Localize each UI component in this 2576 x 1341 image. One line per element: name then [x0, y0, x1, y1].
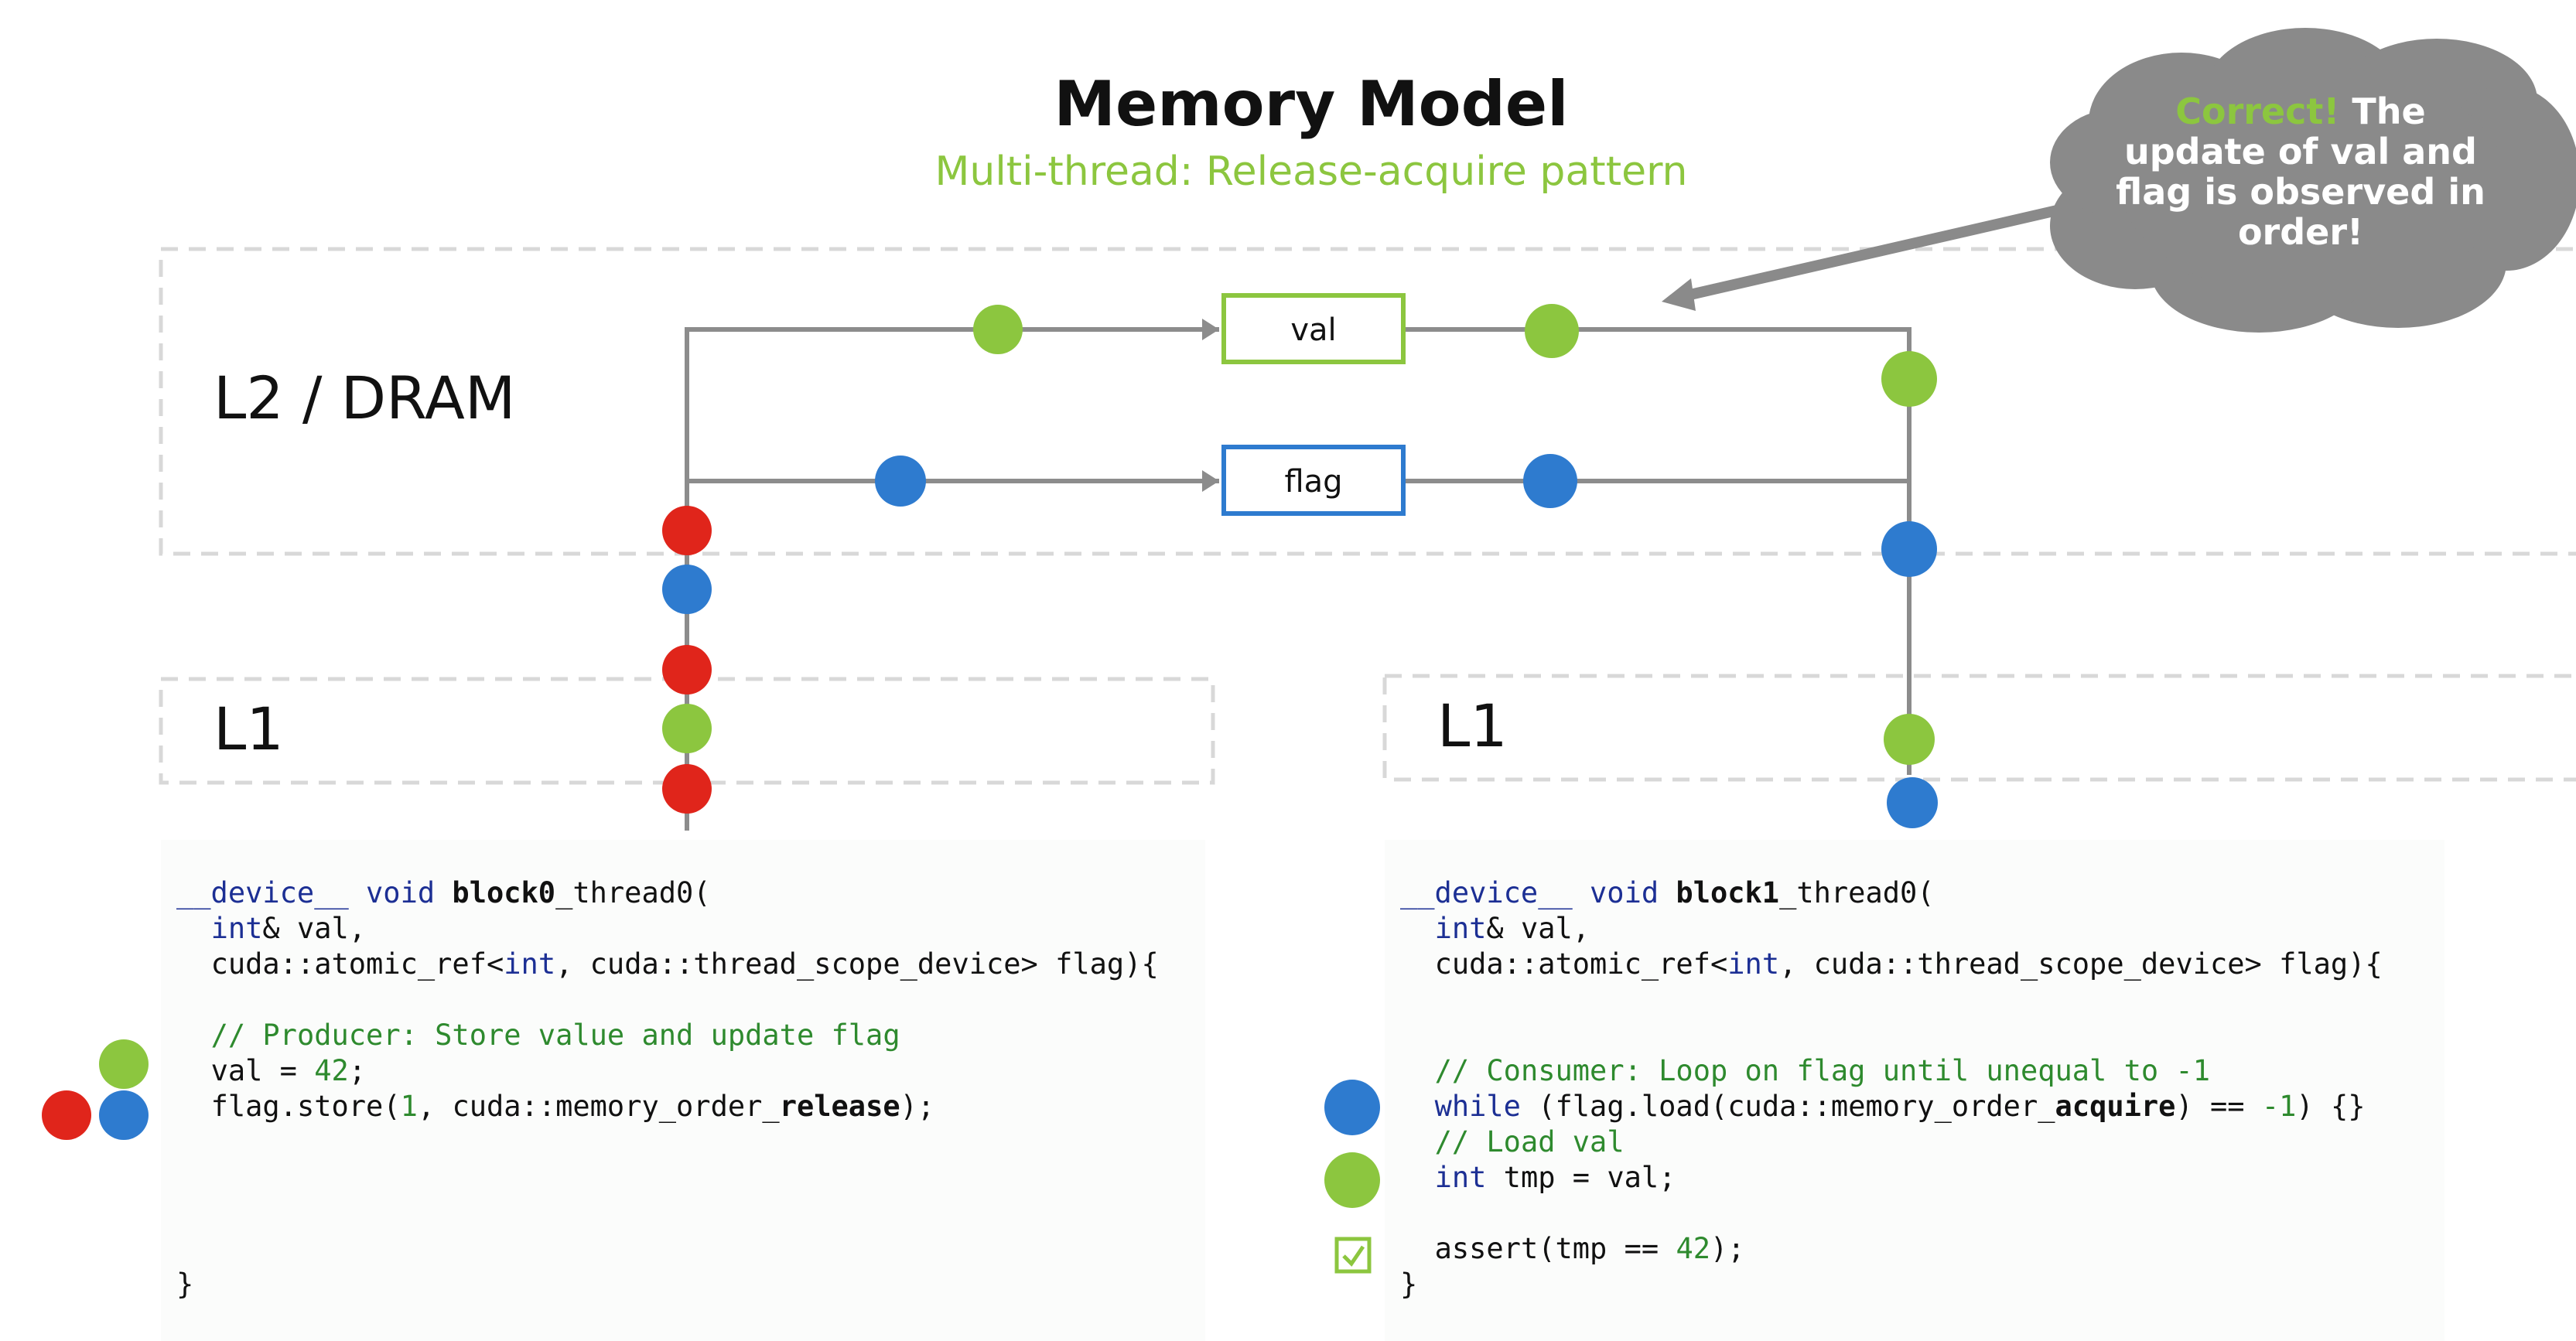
green-dot	[1881, 351, 1937, 407]
red-dot	[662, 764, 712, 814]
code-line	[176, 982, 1159, 1018]
val-box-label: val	[1290, 312, 1336, 348]
connection-lines	[685, 327, 1912, 831]
blue-dot	[1523, 454, 1577, 508]
code-panel-left	[161, 840, 1205, 1341]
code-line	[176, 1196, 1159, 1231]
flag-box	[1221, 445, 1406, 516]
code-line	[176, 1124, 1159, 1160]
code-line: while (flag.load(cuda::memory_order_acqu…	[1434, 1090, 2366, 1123]
code-line: flag.store(1, cuda::memory_order_release…	[210, 1090, 935, 1123]
blue-dot	[1324, 1080, 1380, 1135]
code-line: }	[176, 1268, 194, 1301]
green-dot	[662, 704, 712, 753]
code-line: __device__ void block0_thread0(	[176, 876, 711, 909]
code-panel-right	[1385, 840, 2444, 1341]
code-line	[176, 1231, 1159, 1267]
blue-dot	[662, 565, 712, 614]
red-dot	[662, 506, 712, 555]
green-dot	[1525, 304, 1579, 358]
flag-box-label: flag	[1284, 464, 1342, 500]
l2-region	[159, 247, 2576, 556]
callout-cloud	[2050, 28, 2576, 333]
green-dot	[973, 305, 1023, 354]
blue-dot	[875, 456, 926, 507]
code-block-right: __device__ void block1_thread0( int& val…	[1400, 875, 2383, 1302]
code-line: }	[1400, 1268, 1418, 1301]
l1-right-label: L1	[1437, 691, 1508, 760]
arrowhead-flag	[1202, 470, 1219, 492]
callout-highlight: Correct!	[2175, 90, 2340, 132]
code-line: // Load val	[1434, 1125, 1625, 1158]
code-line: int& val,	[1434, 912, 1590, 945]
code-line	[1400, 1196, 2383, 1231]
code-line: __device__ void block1_thread0(	[1400, 876, 1935, 909]
code-line: cuda::atomic_ref<int, cuda::thread_scope…	[1434, 947, 2383, 981]
memory-dots	[42, 304, 1938, 1208]
code-line: // Producer: Store value and update flag	[210, 1019, 900, 1052]
code-line	[176, 1160, 1159, 1196]
blue-dot	[99, 1090, 149, 1140]
val-box	[1221, 293, 1406, 364]
check-icon	[1334, 1237, 1372, 1274]
code-line: // Consumer: Loop on flag until unequal …	[1434, 1054, 2210, 1087]
code-line: assert(tmp == 42);	[1434, 1232, 1745, 1265]
callout-text: Correct! The update of val and flag is o…	[2107, 91, 2494, 252]
green-dot	[99, 1039, 149, 1089]
red-dot	[662, 645, 712, 694]
page-subtitle: Multi-thread: Release-acquire pattern	[934, 148, 1688, 195]
l1-right-region	[1382, 674, 2576, 782]
arrowhead-val	[1202, 319, 1219, 340]
callout-body: The update of val and flag is observed i…	[2116, 90, 2485, 253]
code-line	[1400, 1018, 2383, 1053]
callout-arrowhead	[1662, 278, 1696, 311]
code-block-left: __device__ void block0_thread0( int& val…	[176, 875, 1159, 1302]
blue-dot	[1887, 777, 1938, 828]
l2-dram-label: L2 / DRAM	[214, 363, 516, 432]
l1-left-label: L1	[214, 694, 284, 763]
red-dot	[42, 1090, 91, 1140]
code-line	[1400, 982, 2383, 1018]
callout-arrow	[1679, 203, 2065, 302]
green-dot	[1324, 1152, 1380, 1208]
code-line: cuda::atomic_ref<int, cuda::thread_scope…	[210, 947, 1159, 981]
code-line: int& val,	[210, 912, 367, 945]
code-line: int tmp = val;	[1434, 1161, 1676, 1194]
green-dot	[1884, 714, 1935, 765]
page-title: Memory Model	[1054, 68, 1569, 140]
left-to-val-line	[685, 327, 1219, 831]
code-line: val = 42;	[210, 1054, 367, 1087]
blue-dot	[1881, 521, 1937, 577]
